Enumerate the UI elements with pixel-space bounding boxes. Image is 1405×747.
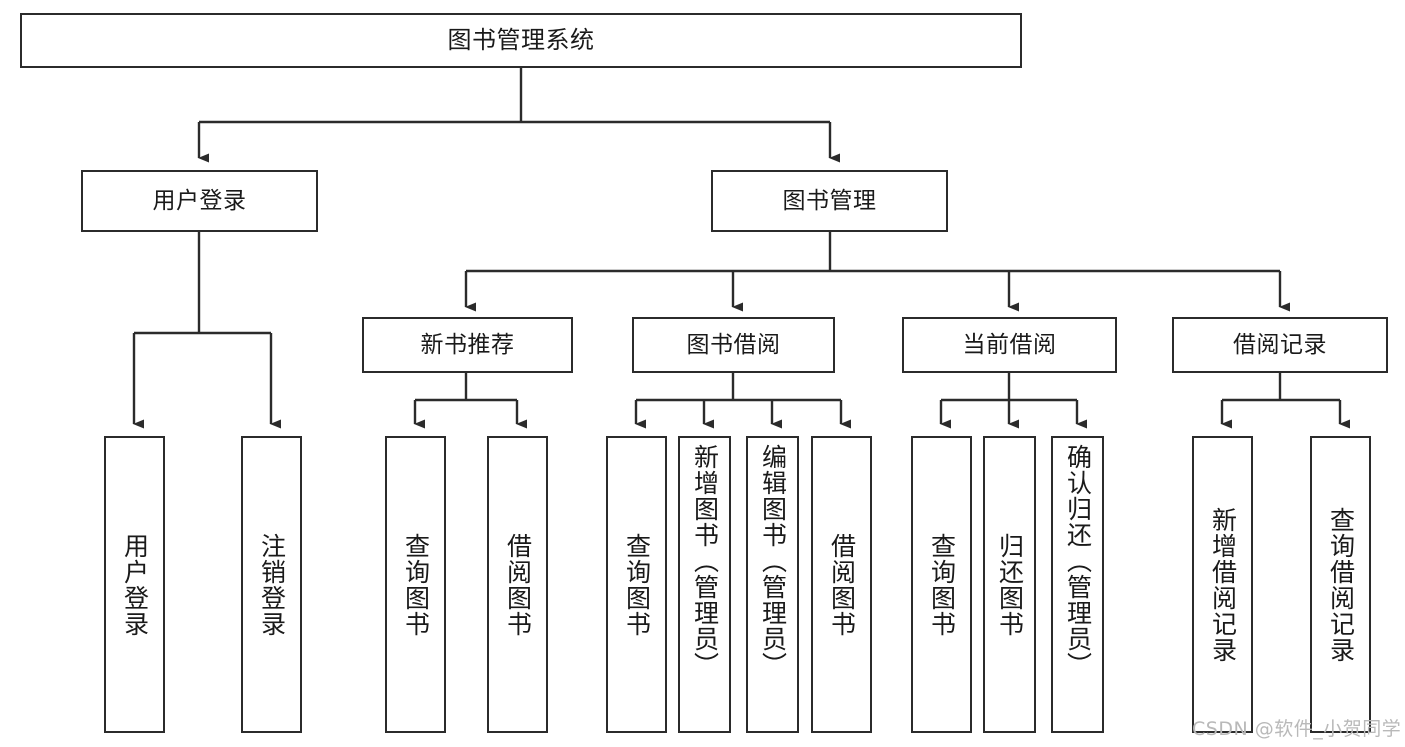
leaf-query-book-2-label: 查询图书 [622,532,652,637]
leaf-query-book-2[interactable]: 查询图书 [606,436,667,733]
leaf-return-book-label: 归还图书 [995,532,1025,637]
node-current-borrow-label: 当前借阅 [962,331,1057,358]
leaf-return-book[interactable]: 归还图书 [983,436,1036,733]
node-book-borrow[interactable]: 图书借阅 [632,317,835,373]
node-book-manage[interactable]: 图书管理 [711,170,948,232]
node-user-login-label: 用户登录 [152,187,247,214]
leaf-logout-login[interactable]: 注销登录 [241,436,302,733]
node-current-borrow[interactable]: 当前借阅 [902,317,1117,373]
node-new-book-rec-label: 新书推荐 [420,331,515,358]
leaf-query-book-3[interactable]: 查询图书 [911,436,972,733]
node-book-borrow-label: 图书借阅 [686,331,781,358]
leaf-confirm-return-label: 确认归还（管理员） [1063,444,1093,678]
node-root-label: 图书管理系统 [447,25,595,54]
leaf-user-login[interactable]: 用户登录 [104,436,165,733]
leaf-add-book[interactable]: 新增图书（管理员） [678,436,731,733]
leaf-edit-book-label: 编辑图书（管理员） [758,444,788,678]
leaf-borrow-book-1-label: 借阅图书 [503,532,533,637]
node-borrow-record-label: 借阅记录 [1233,331,1327,358]
leaf-add-record-label: 新增借阅记录 [1208,506,1238,663]
node-user-login[interactable]: 用户登录 [81,170,318,232]
node-book-manage-label: 图书管理 [782,187,877,214]
leaf-confirm-return[interactable]: 确认归还（管理员） [1051,436,1104,733]
leaf-logout-login-label: 注销登录 [257,532,287,637]
leaf-borrow-book-2[interactable]: 借阅图书 [811,436,872,733]
leaf-query-book-1-label: 查询图书 [401,532,431,637]
leaf-query-book-1[interactable]: 查询图书 [385,436,446,733]
leaf-query-record-label: 查询借阅记录 [1326,506,1356,663]
node-new-book-rec[interactable]: 新书推荐 [362,317,573,373]
node-borrow-record[interactable]: 借阅记录 [1172,317,1388,373]
leaf-borrow-book-2-label: 借阅图书 [827,532,857,637]
leaf-user-login-label: 用户登录 [120,532,150,637]
leaf-borrow-book-1[interactable]: 借阅图书 [487,436,548,733]
leaf-add-record[interactable]: 新增借阅记录 [1192,436,1253,733]
leaf-query-record[interactable]: 查询借阅记录 [1310,436,1371,733]
leaf-query-book-3-label: 查询图书 [927,532,957,637]
leaf-edit-book[interactable]: 编辑图书（管理员） [746,436,799,733]
leaf-add-book-label: 新增图书（管理员） [690,444,720,678]
node-root[interactable]: 图书管理系统 [20,13,1022,68]
csdn-watermark: CSDN @软件_小贺同学 [1192,718,1402,740]
